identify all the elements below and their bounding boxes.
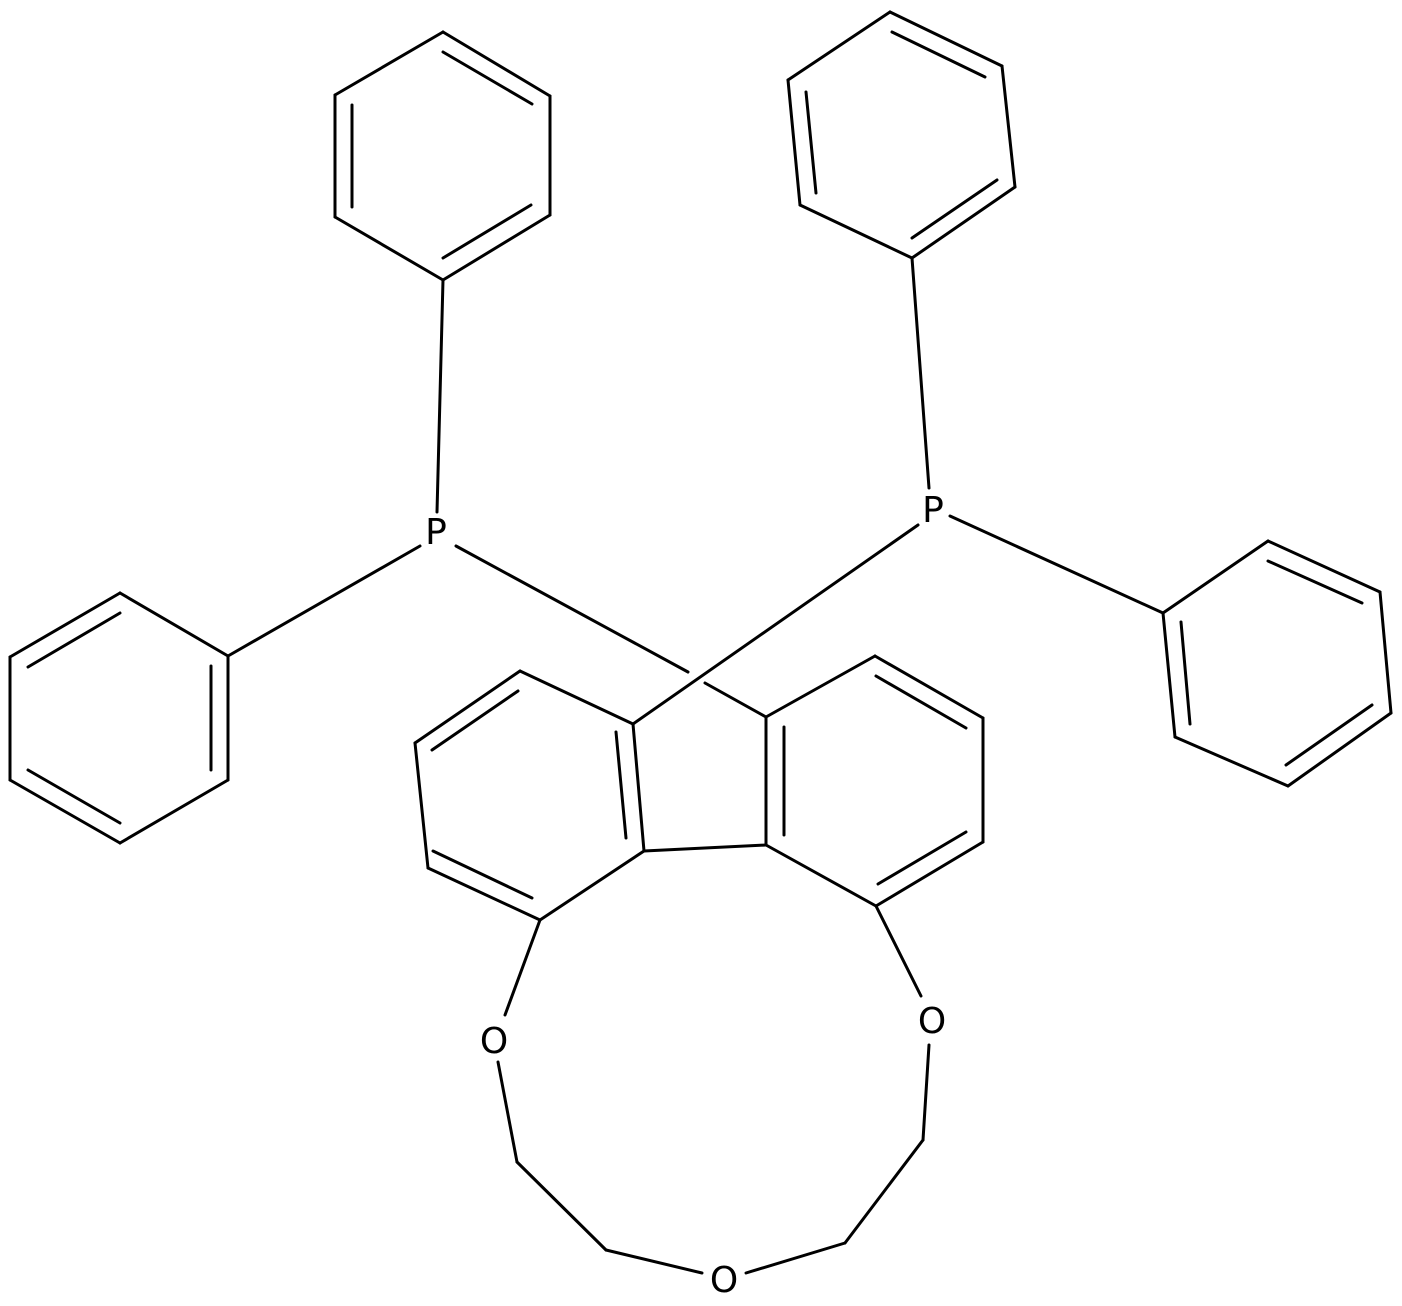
ether-macrocycle <box>496 904 931 1275</box>
atom-label-o-left: O <box>480 1021 508 1062</box>
atom-label-p-left: P <box>425 512 447 553</box>
biaryl-bond <box>642 843 768 853</box>
phenyl-ring-top-left <box>333 30 552 282</box>
fused-ring-right <box>764 654 985 908</box>
phenyl-ring-bottom-left <box>8 591 230 845</box>
atom-label-o-bottom: O <box>710 1260 738 1301</box>
atom-label-p-right: P <box>922 490 944 531</box>
fused-ring-left <box>413 669 646 922</box>
phenyl-ring-top-right <box>786 10 1017 260</box>
phosphorus-bonds <box>226 256 1165 726</box>
atom-label-o-right: O <box>918 1001 946 1042</box>
phenyl-ring-bottom-right <box>1161 539 1393 788</box>
